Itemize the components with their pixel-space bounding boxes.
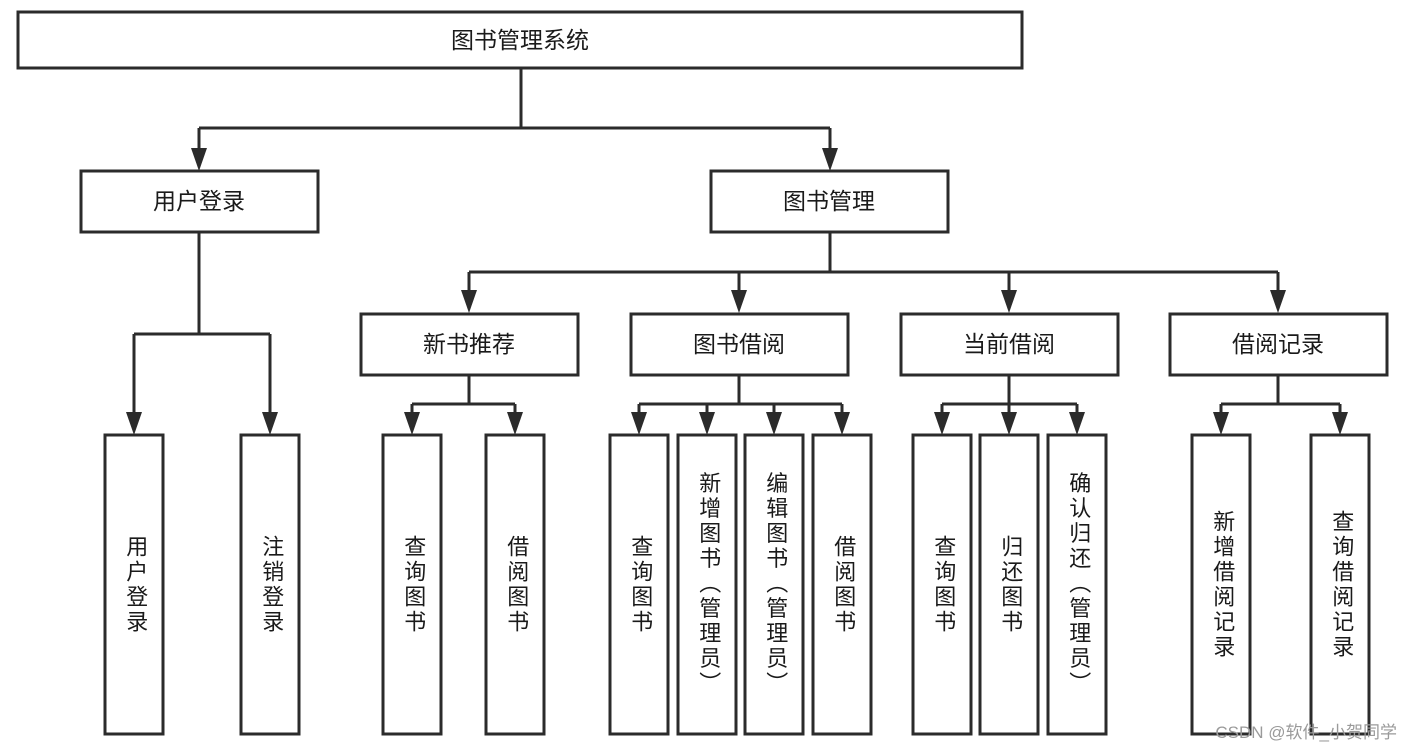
arrow-head-leaf-user-login: [126, 412, 142, 435]
node-current-borrow-box[interactable]: [899, 312, 1120, 377]
node-leaf-query-book-2-box[interactable]: [608, 433, 670, 736]
node-leaf-add-record-label: 新增借阅记录: [1210, 510, 1235, 660]
arrow-head-leaf-query-book-2: [631, 412, 647, 435]
arrow-head-leaf-confirm-return: [1069, 412, 1085, 435]
arrow-head-leaf-borrow-book-2: [834, 412, 850, 435]
node-root[interactable]: 图书管理系统: [16, 10, 1024, 70]
connector-group-new-book-recommend: [404, 375, 523, 435]
node-leaf-borrow-book-2-label: 借阅图书: [831, 535, 856, 635]
node-leaf-add-book[interactable]: 新增图书（管理员）: [676, 433, 738, 736]
node-leaf-return-book[interactable]: 归还图书: [978, 433, 1040, 736]
node-leaf-user-login-box[interactable]: [103, 433, 165, 736]
node-root-box[interactable]: [16, 10, 1024, 70]
arrow-head-leaf-edit-book: [766, 412, 782, 435]
node-leaf-confirm-return[interactable]: 确认归还（管理员）: [1046, 433, 1108, 736]
node-book-borrow-label: 图书借阅: [693, 331, 785, 357]
node-leaf-edit-book[interactable]: 编辑图书（管理员）: [743, 433, 805, 736]
node-leaf-user-logout-box[interactable]: [239, 433, 301, 736]
node-book-borrow[interactable]: 图书借阅: [629, 312, 850, 377]
node-user-login[interactable]: 用户登录: [79, 169, 320, 234]
node-leaf-query-book-2[interactable]: 查询图书: [608, 433, 670, 736]
node-leaf-edit-book-box[interactable]: [743, 433, 805, 736]
node-leaf-confirm-return-box[interactable]: [1046, 433, 1108, 736]
arrow-head-new-book-recommend: [461, 290, 477, 313]
node-leaf-edit-book-label: 编辑图书（管理员）: [763, 472, 788, 697]
arrow-head-book-management: [822, 148, 838, 171]
arrow-head-leaf-borrow-book-1: [507, 412, 523, 435]
node-leaf-borrow-book-1-label: 借阅图书: [504, 535, 529, 635]
node-borrow-record[interactable]: 借阅记录: [1168, 312, 1389, 377]
node-leaf-borrow-book-2[interactable]: 借阅图书: [811, 433, 873, 736]
node-new-book-recommend[interactable]: 新书推荐: [359, 312, 580, 377]
connector-group-book-management: [461, 232, 1286, 313]
node-leaf-query-record-label: 查询借阅记录: [1329, 510, 1354, 660]
connector-group-borrow-record: [1213, 375, 1348, 435]
arrow-head-current-borrow: [1001, 290, 1017, 313]
node-leaf-query-book-1[interactable]: 查询图书: [381, 433, 443, 736]
connector-group-user-login: [126, 232, 278, 435]
node-leaf-user-login-label: 用户登录: [123, 535, 148, 635]
node-user-login-box[interactable]: [79, 169, 320, 234]
arrow-head-leaf-add-record: [1213, 412, 1229, 435]
node-leaf-query-book-3[interactable]: 查询图书: [911, 433, 973, 736]
node-user-login-label: 用户登录: [153, 188, 245, 214]
node-book-borrow-box[interactable]: [629, 312, 850, 377]
node-leaf-query-book-3-box[interactable]: [911, 433, 973, 736]
node-leaf-user-logout-label: 注销登录: [259, 535, 284, 635]
node-leaf-return-book-label: 归还图书: [998, 535, 1023, 635]
node-leaf-query-book-1-label: 查询图书: [401, 535, 426, 635]
node-leaf-add-record-box[interactable]: [1190, 433, 1252, 736]
node-book-management-label: 图书管理: [783, 188, 875, 214]
csdn-watermark: CSDN @软件_小贺同学: [1215, 723, 1397, 742]
arrow-head-leaf-query-record: [1332, 412, 1348, 435]
node-leaf-confirm-return-label: 确认归还（管理员）: [1066, 472, 1091, 697]
arrow-head-leaf-return-book: [1001, 412, 1017, 435]
arrow-head-leaf-add-book: [699, 412, 715, 435]
node-leaf-borrow-book-1-box[interactable]: [484, 433, 546, 736]
connector-group-root: [191, 68, 838, 171]
node-borrow-record-label: 借阅记录: [1232, 331, 1324, 357]
connector-group-book-borrow: [631, 375, 850, 435]
arrow-head-leaf-query-book-3: [934, 412, 950, 435]
arrow-head-user-login: [191, 148, 207, 171]
node-leaf-return-book-box[interactable]: [978, 433, 1040, 736]
node-leaf-user-login[interactable]: 用户登录: [103, 433, 165, 736]
node-leaf-add-book-box[interactable]: [676, 433, 738, 736]
node-leaf-add-book-label: 新增图书（管理员）: [696, 472, 721, 697]
node-book-management[interactable]: 图书管理: [709, 169, 950, 234]
node-new-book-recommend-label: 新书推荐: [423, 331, 515, 357]
node-leaf-borrow-book-1[interactable]: 借阅图书: [484, 433, 546, 736]
arrow-head-borrow-record: [1270, 290, 1286, 313]
arrow-head-book-borrow: [731, 290, 747, 313]
node-leaf-query-record-box[interactable]: [1309, 433, 1371, 736]
node-leaf-user-logout[interactable]: 注销登录: [239, 433, 301, 736]
arrow-head-leaf-query-book-1: [404, 412, 420, 435]
node-leaf-query-book-2-label: 查询图书: [628, 535, 653, 635]
node-leaf-query-book-1-box[interactable]: [381, 433, 443, 736]
node-leaf-query-book-3-label: 查询图书: [931, 535, 956, 635]
node-leaf-borrow-book-2-box[interactable]: [811, 433, 873, 736]
arrow-head-leaf-user-logout: [262, 412, 278, 435]
node-leaf-query-record[interactable]: 查询借阅记录: [1309, 433, 1371, 736]
node-current-borrow-label: 当前借阅: [963, 331, 1055, 357]
connector-group-current-borrow: [934, 375, 1085, 435]
node-root-label: 图书管理系统: [451, 27, 589, 53]
node-current-borrow[interactable]: 当前借阅: [899, 312, 1120, 377]
node-book-management-box[interactable]: [709, 169, 950, 234]
node-leaf-add-record[interactable]: 新增借阅记录: [1190, 433, 1252, 736]
node-borrow-record-box[interactable]: [1168, 312, 1389, 377]
node-new-book-recommend-box[interactable]: [359, 312, 580, 377]
